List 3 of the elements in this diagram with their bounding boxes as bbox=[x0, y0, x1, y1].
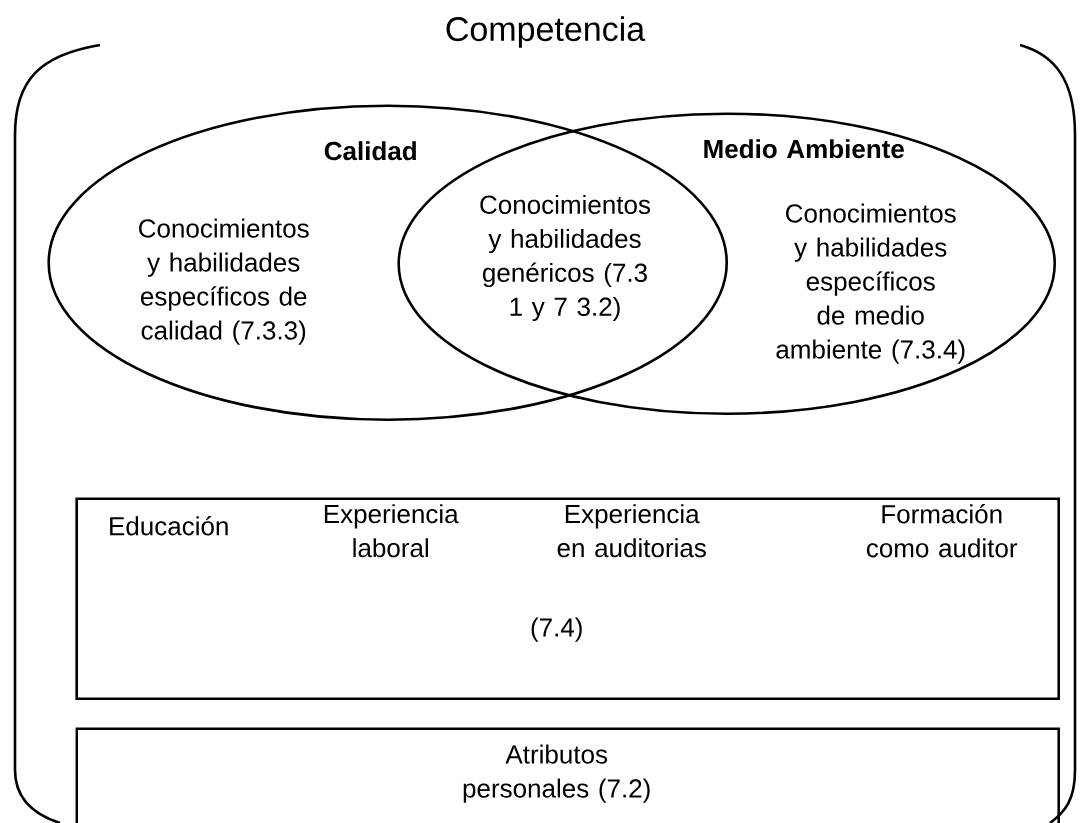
factor-box: Educación Experiencia laboral Experiencia en auditorias Formación como auditor (7.4) bbox=[75, 497, 1060, 700]
overlap-label: Conocimientos y habilidades genéricos (7.3 1 y 7 3.2) bbox=[480, 194, 650, 322]
attribute-box: Atributos personales (7.2) bbox=[75, 727, 1060, 823]
